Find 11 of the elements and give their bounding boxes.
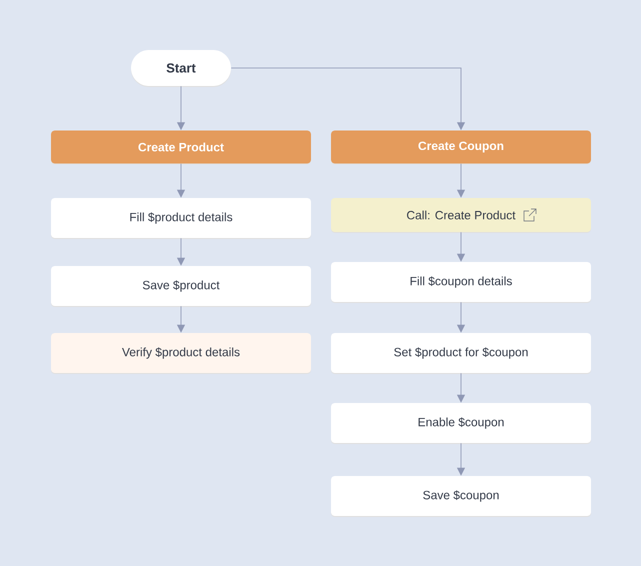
- header-box: Create Product: [51, 130, 311, 164]
- step-box: Enable $coupon: [331, 403, 591, 444]
- step-box: Set $product for $coupon: [331, 333, 591, 374]
- step-box: Fill $product details: [51, 198, 311, 239]
- step-box: Fill $coupon details: [331, 262, 591, 303]
- step-box: Save $product: [51, 266, 311, 307]
- call-box: Call: Create Product: [331, 198, 591, 233]
- header-box: Create Coupon: [331, 130, 591, 164]
- start-pill: Start: [131, 50, 231, 87]
- step-box: Save $coupon: [331, 476, 591, 517]
- step-box: Verify $product details: [51, 333, 311, 374]
